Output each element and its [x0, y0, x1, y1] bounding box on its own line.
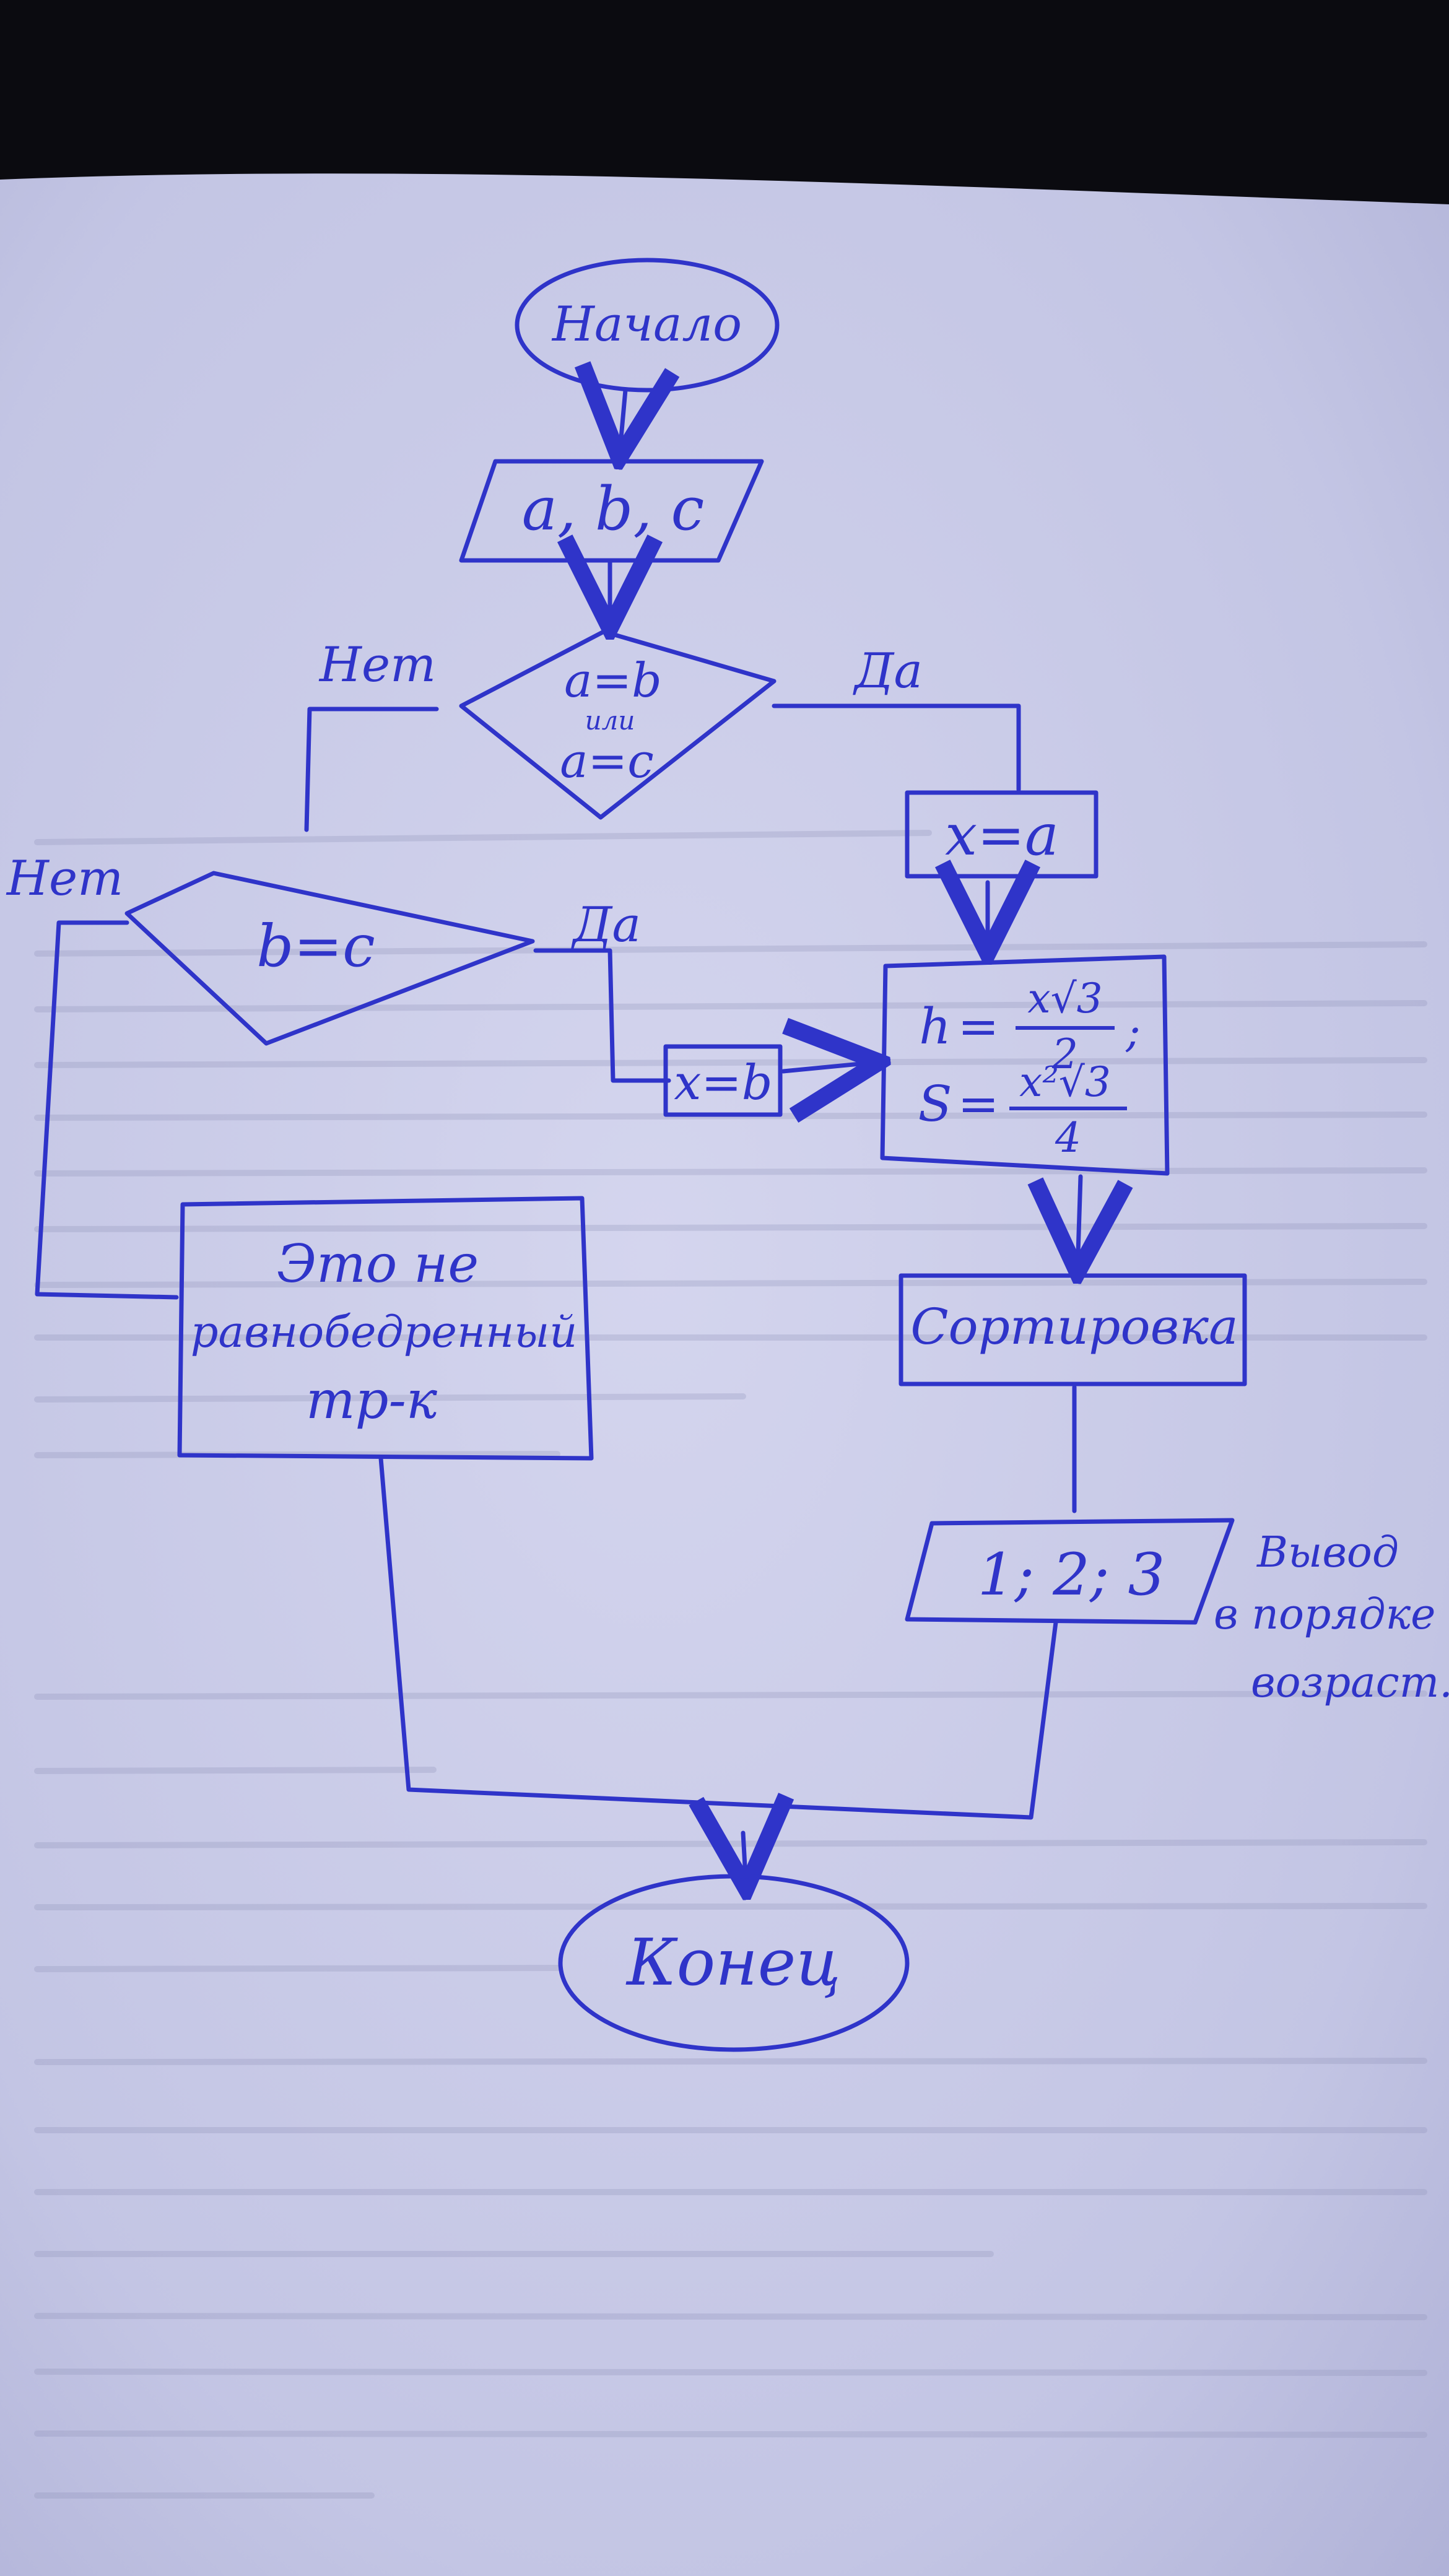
not-isosceles-line2: равнобедренный: [191, 1307, 578, 1357]
decision1-no-label: Нет: [318, 637, 436, 693]
decision2-yes-label: Да: [571, 897, 641, 953]
formula-h-denominator: 2: [1051, 1030, 1078, 1078]
not-isosceles-line3: тр-к: [306, 1370, 438, 1430]
formula-h-lhs: h: [919, 998, 951, 1055]
connector-decision2-no: [35, 920, 179, 1300]
formula-h-equals: =: [957, 998, 999, 1055]
not-isosceles-box: [177, 1196, 594, 1461]
end-label: Конец: [625, 1925, 841, 2000]
decision1-line1: a=b: [564, 653, 662, 708]
assign-x-b-label: x=b: [674, 1055, 772, 1111]
bleed-through-print: [34, 830, 1427, 2499]
assign-x-a-label: x=a: [945, 802, 1059, 868]
start-label: Начало: [551, 297, 742, 352]
connector-decision2-yes: [533, 948, 671, 1083]
connector-decision1-yes: [772, 703, 1021, 792]
output-label: 1; 2; 3: [978, 1541, 1165, 1609]
formula-h-numerator: x√3: [1027, 975, 1102, 1022]
not-isosceles-line1: Это не: [277, 1234, 479, 1294]
formula-h-semicolon: ;: [1125, 1006, 1141, 1057]
output-parallelogram: [905, 1518, 1235, 1625]
flowchart-labels: Начало a, b, c a=b или a=c Да Нет x=a b=…: [6, 297, 1449, 2000]
arrow-formula-to-sort: [1077, 1174, 1081, 1273]
flowchart: [35, 258, 1247, 2052]
formula-s-equals: =: [957, 1075, 999, 1133]
formula-s-denominator: 4: [1055, 1114, 1081, 1162]
decision2-no-label: Нет: [6, 851, 123, 907]
decision1-yes-label: Да: [853, 643, 923, 699]
arrow-start-to-input: [619, 390, 625, 458]
output-note-line1: Вывод: [1256, 1528, 1399, 1577]
sort-label: Сортировка: [910, 1298, 1238, 1355]
input-label: a, b, c: [522, 474, 705, 544]
decision1-diamond: [459, 629, 777, 820]
formula-s-numerator: x²√3: [1019, 1058, 1111, 1106]
assign-x-b-box: [663, 1044, 783, 1117]
output-note-line3: возраст.: [1251, 1658, 1449, 1707]
formula-s-lhs: S: [918, 1075, 952, 1133]
output-note-line2: в порядке: [1214, 1590, 1435, 1639]
arrow-merge-to-end: [743, 1833, 746, 1889]
decision2-label: b=c: [256, 913, 375, 980]
formula-box: [880, 954, 1170, 1176]
arrow-xb-to-formula: [781, 1062, 879, 1071]
end-terminal: [558, 1874, 910, 2052]
paper-sheet: [0, 173, 1449, 2576]
sort-box: [899, 1273, 1247, 1386]
decision1-line3: a=c: [560, 733, 654, 788]
formula-s: S = x²√3 4: [918, 1058, 1127, 1162]
formula-h: h = x√3 2 ;: [919, 975, 1141, 1078]
input-parallelogram: [459, 459, 764, 563]
decision1-line2: или: [585, 705, 635, 736]
decision2-diamond: [124, 871, 535, 1046]
connector-decision1-no: [304, 707, 439, 832]
